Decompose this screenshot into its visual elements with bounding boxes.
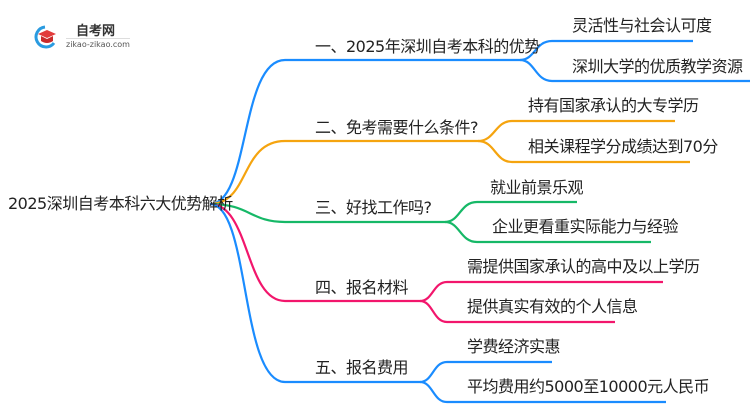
logo-url: zikao-zikao.com — [66, 38, 130, 49]
branch-1-child-1[interactable]: 灵活性与社会认可度 — [572, 16, 712, 35]
branch-2-child-1[interactable]: 持有国家承认的大专学历 — [528, 96, 699, 115]
connector-branch-1-child-1 — [519, 39, 693, 62]
connector-branch-3-child-2 — [444, 220, 651, 244]
connector-branch-2-child-2 — [477, 139, 690, 164]
connector-branch-5-child-2 — [419, 380, 666, 404]
connector-branch-1-child-2 — [519, 58, 750, 83]
connector-branch-5 — [209, 202, 420, 384]
branch-3-label[interactable]: 三、好找工作吗? — [315, 198, 432, 217]
branch-5-child-2[interactable]: 平均费用约5000至10000元人民币 — [467, 377, 710, 396]
logo-name: 自考网 — [76, 24, 116, 39]
connector-branch-4-child-2 — [419, 299, 615, 324]
site-logo: 自考网 zikao-zikao.com — [32, 20, 142, 52]
branch-4-child-1[interactable]: 需提供国家承认的高中及以上学历 — [467, 257, 700, 276]
connector-branch-4-child-1 — [419, 280, 663, 303]
branch-4-child-2[interactable]: 提供真实有效的个人信息 — [467, 297, 638, 316]
connector-branch-2-child-1 — [477, 119, 675, 143]
branch-1-child-2[interactable]: 深圳大学的优质教学资源 — [572, 57, 743, 76]
branch-3-child-2[interactable]: 企业更看重实际能力与经验 — [492, 217, 679, 236]
branch-2-label[interactable]: 二、免考需要什么条件? — [315, 118, 479, 137]
branch-3-child-1[interactable]: 就业前景乐观 — [490, 178, 584, 197]
connector-branch-4 — [209, 202, 420, 303]
branch-5-label[interactable]: 五、报名费用 — [315, 358, 409, 377]
connector-branch-3 — [209, 202, 445, 224]
root-topic[interactable]: 2025深圳自考本科六大优势解析 — [8, 194, 233, 213]
branch-2-child-2[interactable]: 相关课程学分成绩达到70分 — [528, 137, 718, 156]
connector-branch-5-child-1 — [419, 360, 552, 384]
branch-1-label[interactable]: 一、2025年深圳自考本科的优势 — [315, 37, 540, 56]
connector-branch-2 — [209, 139, 478, 206]
connector-branch-1 — [209, 58, 520, 206]
branch-5-child-1[interactable]: 学费经济实惠 — [467, 337, 561, 356]
graduation-cap-icon — [34, 25, 56, 49]
connector-branch-3-child-1 — [444, 200, 577, 224]
branch-4-label[interactable]: 四、报名材料 — [315, 278, 409, 297]
